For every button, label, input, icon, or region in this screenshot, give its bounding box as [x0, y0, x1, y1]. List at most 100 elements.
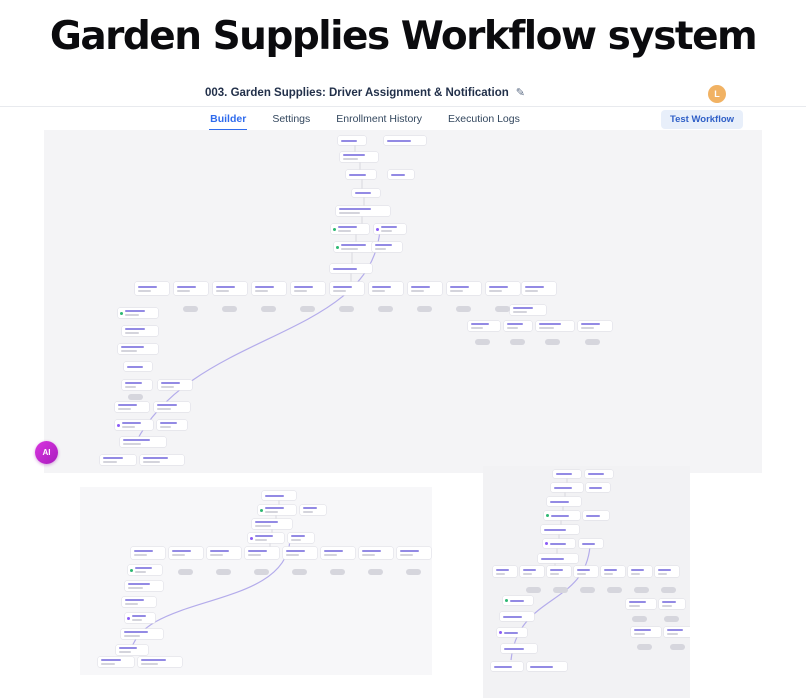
workflow-node[interactable] [128, 565, 162, 575]
workflow-node[interactable] [336, 206, 390, 216]
tab-execution-logs[interactable]: Execution Logs [447, 111, 521, 129]
workflow-node[interactable] [501, 644, 537, 653]
workflow-node[interactable] [330, 264, 372, 273]
branch-pill[interactable] [580, 587, 595, 593]
workflow-node[interactable] [397, 547, 431, 559]
workflow-node[interactable] [321, 547, 355, 559]
workflow-node[interactable] [120, 437, 166, 447]
workflow-node[interactable] [352, 189, 380, 197]
workflow-node[interactable] [374, 224, 406, 234]
edit-icon[interactable]: ✎ [515, 87, 525, 99]
workflow-node[interactable] [122, 597, 156, 607]
workflow-node[interactable] [169, 547, 203, 559]
branch-pill[interactable] [510, 339, 525, 345]
workflow-node[interactable] [547, 566, 571, 577]
branch-pill[interactable] [406, 569, 421, 575]
branch-pill[interactable] [417, 306, 432, 312]
workflow-node[interactable] [586, 483, 610, 492]
workflow-node[interactable] [503, 596, 533, 605]
workflow-node[interactable] [491, 662, 523, 671]
workflow-node[interactable] [538, 554, 578, 563]
workflow-node[interactable] [98, 657, 134, 667]
workflow-node[interactable] [300, 505, 326, 515]
workflow-node[interactable] [659, 599, 685, 609]
workflow-node[interactable] [338, 136, 366, 145]
workflow-node[interactable] [583, 511, 609, 520]
workflow-node[interactable] [543, 539, 575, 548]
workflow-node[interactable] [125, 581, 163, 591]
workflow-canvas-main[interactable] [44, 130, 762, 473]
workflow-node[interactable] [497, 628, 527, 637]
workflow-node[interactable] [372, 242, 402, 252]
workflow-node[interactable] [291, 282, 325, 295]
branch-pill[interactable] [378, 306, 393, 312]
branch-pill[interactable] [128, 394, 143, 400]
branch-pill[interactable] [585, 339, 600, 345]
workflow-node[interactable] [574, 566, 598, 577]
branch-pill[interactable] [607, 587, 622, 593]
workflow-node[interactable] [553, 470, 581, 478]
workflow-node[interactable] [340, 152, 378, 162]
branch-pill[interactable] [670, 644, 685, 650]
workflow-node[interactable] [118, 344, 158, 354]
branch-pill[interactable] [368, 569, 383, 575]
workflow-node[interactable] [544, 511, 580, 520]
workflow-node[interactable] [288, 533, 314, 543]
workflow-node[interactable] [520, 566, 544, 577]
workflow-node[interactable] [258, 505, 296, 515]
branch-pill[interactable] [495, 306, 510, 312]
branch-pill[interactable] [178, 569, 193, 575]
branch-pill[interactable] [456, 306, 471, 312]
workflow-node[interactable] [245, 547, 279, 559]
tab-enrollment-history[interactable]: Enrollment History [335, 111, 423, 129]
workflow-node[interactable] [207, 547, 241, 559]
workflow-node[interactable] [118, 308, 158, 318]
branch-pill[interactable] [632, 616, 647, 622]
workflow-node[interactable] [135, 282, 169, 295]
branch-pill[interactable] [475, 339, 490, 345]
workflow-node[interactable] [100, 455, 136, 465]
workflow-node[interactable] [631, 627, 661, 637]
branch-pill[interactable] [292, 569, 307, 575]
workflow-node[interactable] [346, 170, 376, 179]
workflow-node[interactable] [122, 380, 152, 390]
workflow-node[interactable] [124, 362, 152, 371]
branch-pill[interactable] [339, 306, 354, 312]
workflow-node[interactable] [158, 380, 192, 390]
branch-pill[interactable] [637, 644, 652, 650]
workflow-node[interactable] [510, 305, 546, 315]
workflow-node[interactable] [334, 242, 382, 252]
branch-pill[interactable] [526, 587, 541, 593]
workflow-node[interactable] [115, 420, 153, 430]
branch-pill[interactable] [634, 587, 649, 593]
workflow-node[interactable] [131, 547, 165, 559]
workflow-node[interactable] [601, 566, 625, 577]
workflow-node[interactable] [359, 547, 393, 559]
workflow-node[interactable] [628, 566, 652, 577]
workflow-node[interactable] [115, 402, 149, 412]
workflow-node[interactable] [388, 170, 414, 179]
workflow-node[interactable] [578, 321, 612, 331]
workflow-node[interactable] [536, 321, 574, 331]
workflow-node[interactable] [664, 627, 690, 637]
workflow-node[interactable] [122, 326, 158, 336]
workflow-node[interactable] [369, 282, 403, 295]
branch-pill[interactable] [330, 569, 345, 575]
branch-pill[interactable] [664, 616, 679, 622]
workflow-node[interactable] [121, 629, 163, 639]
workflow-node[interactable] [655, 566, 679, 577]
workflow-node[interactable] [330, 282, 364, 295]
workflow-node[interactable] [140, 455, 184, 465]
workflow-canvas-bottom-right[interactable] [483, 466, 690, 698]
branch-pill[interactable] [261, 306, 276, 312]
workflow-node[interactable] [252, 282, 286, 295]
workflow-node[interactable] [547, 497, 581, 506]
workflow-node[interactable] [468, 321, 500, 331]
avatar[interactable]: L [708, 85, 726, 103]
workflow-node[interactable] [579, 539, 603, 548]
branch-pill[interactable] [254, 569, 269, 575]
workflow-node[interactable] [447, 282, 481, 295]
workflow-node[interactable] [262, 491, 296, 500]
branch-pill[interactable] [183, 306, 198, 312]
workflow-node[interactable] [486, 282, 520, 295]
